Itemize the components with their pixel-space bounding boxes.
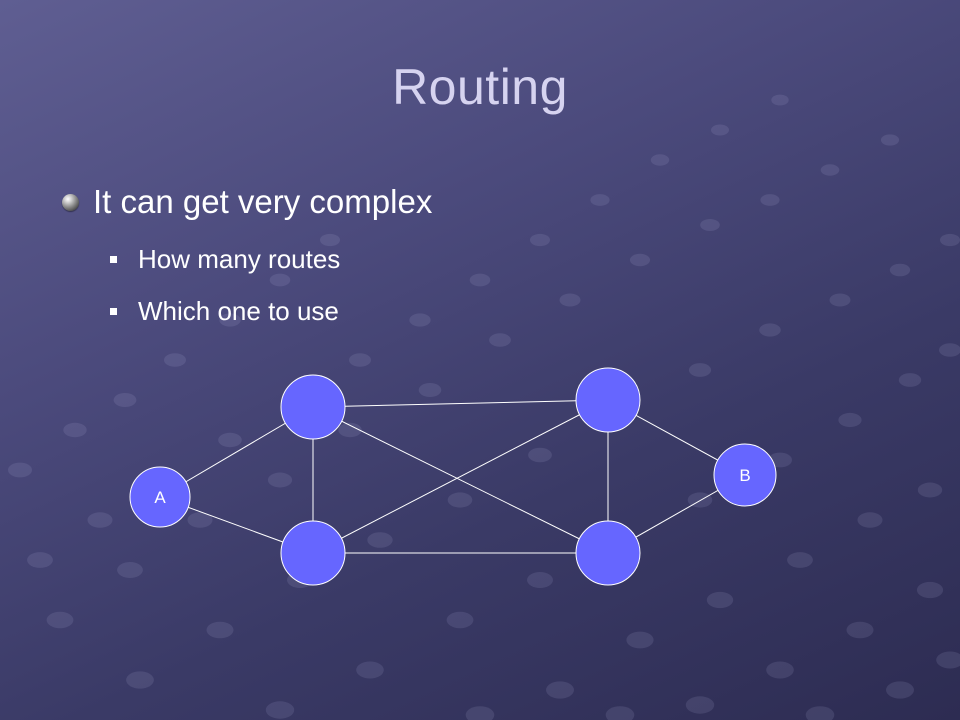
background-dot bbox=[936, 651, 960, 669]
node-circle bbox=[129, 466, 191, 528]
background-dot bbox=[685, 696, 715, 714]
background-dot bbox=[711, 124, 729, 136]
background-dot bbox=[940, 233, 960, 247]
background-dot bbox=[766, 661, 794, 679]
node-label: B bbox=[739, 466, 750, 485]
node-n1 bbox=[280, 374, 346, 440]
background-dot bbox=[164, 353, 186, 367]
background-dot bbox=[349, 353, 371, 367]
background-dot bbox=[805, 706, 835, 720]
background-dot bbox=[446, 611, 474, 629]
background-dot bbox=[46, 611, 74, 629]
background-dot bbox=[219, 313, 241, 327]
background-dot bbox=[27, 552, 53, 568]
background-dot bbox=[559, 293, 581, 307]
sub-bullet-item-2: Which one to use bbox=[110, 296, 339, 326]
background-dot bbox=[820, 164, 840, 176]
node-n3 bbox=[575, 367, 641, 433]
background-dot bbox=[626, 631, 654, 649]
background-dot bbox=[338, 422, 362, 438]
background-dot bbox=[113, 393, 137, 407]
background-dot bbox=[857, 512, 883, 528]
background-dot bbox=[489, 333, 511, 347]
bullet-text: It can get very complex bbox=[93, 183, 433, 220]
sphere-bullet-icon bbox=[62, 193, 79, 211]
background-dot bbox=[898, 373, 922, 387]
background-dot bbox=[629, 253, 651, 267]
background-dot bbox=[265, 701, 295, 719]
node-circle bbox=[713, 443, 777, 507]
background-dot bbox=[320, 233, 340, 247]
sub-bullet-item-1: How many routes bbox=[110, 244, 340, 274]
background-dot bbox=[886, 681, 914, 699]
background-dot bbox=[889, 263, 911, 277]
background-dot bbox=[759, 323, 781, 337]
node-circle bbox=[280, 374, 346, 440]
background-dot bbox=[87, 512, 113, 528]
background-dot bbox=[939, 343, 960, 357]
background-dot bbox=[706, 591, 734, 609]
background-dot bbox=[187, 512, 213, 528]
background-dot bbox=[846, 621, 874, 639]
node-circle bbox=[280, 520, 346, 586]
background-dot bbox=[269, 273, 291, 287]
background-dot bbox=[605, 706, 635, 720]
background-dot bbox=[838, 412, 862, 428]
background-dot bbox=[787, 552, 813, 568]
background-dot bbox=[465, 706, 495, 720]
background-dot bbox=[917, 482, 943, 498]
node-n4 bbox=[575, 520, 641, 586]
background-dot bbox=[206, 621, 234, 639]
edge-n2-n3 bbox=[312, 399, 609, 554]
background-dot bbox=[760, 194, 780, 206]
square-bullet-icon bbox=[110, 307, 117, 315]
node-circle bbox=[575, 520, 641, 586]
background-dot bbox=[829, 293, 851, 307]
background-dot bbox=[63, 422, 87, 438]
background-dot bbox=[916, 581, 944, 599]
background-dot bbox=[700, 219, 720, 231]
background-dot bbox=[880, 134, 900, 146]
edge-n1-n3 bbox=[312, 399, 609, 408]
node-circle bbox=[575, 367, 641, 433]
slide-title: Routing bbox=[392, 59, 568, 115]
background-dot bbox=[447, 492, 473, 508]
background-dot bbox=[356, 661, 384, 679]
background-dot bbox=[117, 562, 143, 578]
bullet-item: It can get very complex bbox=[62, 182, 432, 222]
background-dot bbox=[530, 233, 550, 247]
node-label: A bbox=[154, 488, 166, 507]
background-dot bbox=[546, 681, 574, 699]
node-A: A bbox=[129, 466, 191, 528]
sub-bullet-text: Which one to use bbox=[138, 295, 339, 326]
edge-n1-n4 bbox=[312, 406, 609, 554]
background-dot bbox=[469, 273, 491, 287]
background-dot bbox=[527, 572, 553, 588]
node-B: B bbox=[713, 443, 777, 507]
sub-bullet-text: How many routes bbox=[138, 243, 341, 274]
background-dot bbox=[771, 94, 789, 106]
background-dot bbox=[126, 671, 154, 689]
square-bullet-icon bbox=[110, 255, 117, 263]
background-dot bbox=[650, 154, 670, 166]
background-dot bbox=[418, 383, 442, 397]
background-dot bbox=[688, 363, 712, 377]
background-dot bbox=[8, 462, 32, 478]
background-dot bbox=[367, 532, 393, 548]
background-dot bbox=[267, 472, 293, 488]
background-dot bbox=[218, 432, 242, 448]
background-dot bbox=[528, 447, 552, 463]
background-dot bbox=[409, 313, 431, 327]
node-n2 bbox=[280, 520, 346, 586]
background-dot bbox=[590, 194, 610, 206]
